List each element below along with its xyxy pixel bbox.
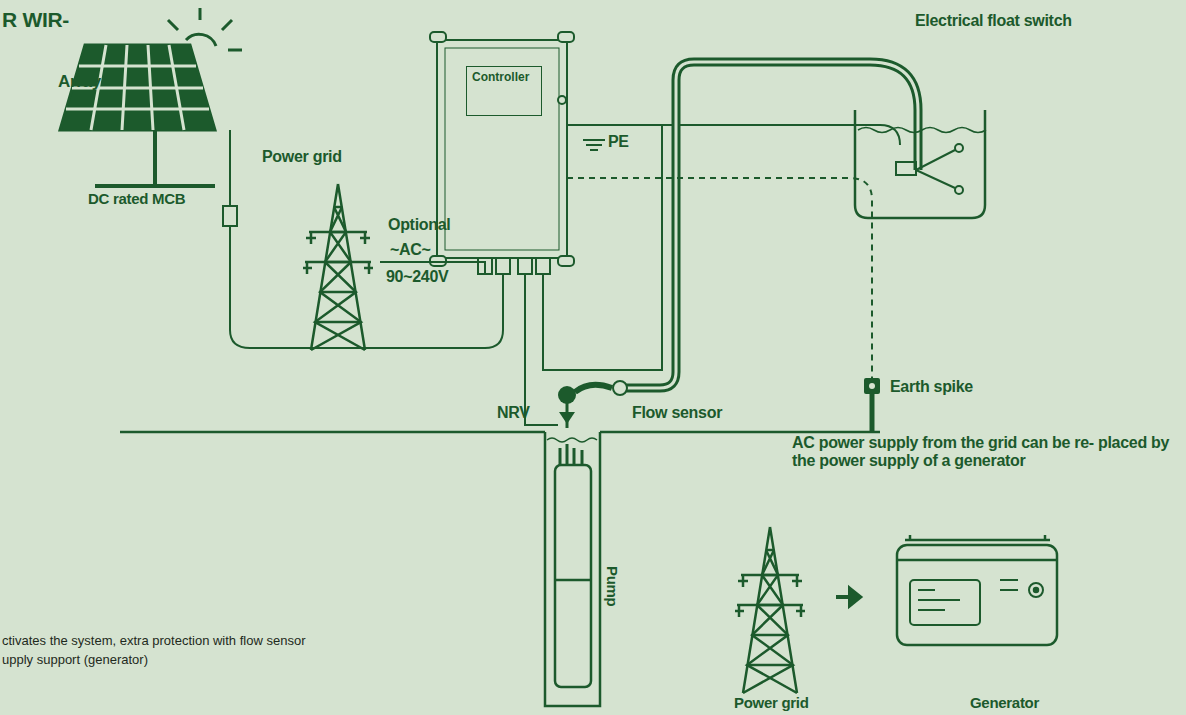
part-label: DC rated MCB [88,190,185,207]
ground-and-borehole [120,432,880,706]
part-label: Power grid [262,148,342,166]
part-label: NRV [497,404,530,422]
wiring [230,125,900,425]
pipe [575,385,612,392]
controller-label-box: Controller [466,66,542,116]
controller-housing [430,32,574,274]
earth-symbol [583,140,605,150]
power-grid-tower [302,184,374,350]
part-label: Earth spike [890,378,973,396]
note-text: ctivates the system, extra protection wi… [2,634,305,649]
title: R WIR- [2,8,69,32]
part-label: Electrical float switch [915,12,1072,30]
part-label: Pump [604,566,621,606]
earth-wire [567,178,872,378]
part-label: Generator [970,694,1039,711]
generator [897,535,1057,645]
part-label: Flow sensor [632,404,722,422]
part-label: 90~240V [386,268,448,286]
node-text: Controller [472,70,536,84]
flow-sensor [613,381,627,395]
part-label: Power grid [734,694,809,711]
pump [555,444,591,687]
sensor-cable [620,62,918,388]
solar-array [60,8,242,186]
replace-arrow [836,589,860,605]
part-label: ~AC~ [390,241,431,259]
part-label: PE [608,133,629,151]
power-grid-tower [734,527,806,693]
part-label: Optional [388,216,450,234]
part-label: AC power supply from the grid can be re-… [792,434,1186,471]
nrv-valve [558,386,576,428]
mcb-symbol [223,206,237,226]
float-switch-tank [855,110,986,218]
note-text: upply support (generator) [2,653,148,668]
part-label: Array [58,72,101,92]
earth-spike [864,378,880,433]
